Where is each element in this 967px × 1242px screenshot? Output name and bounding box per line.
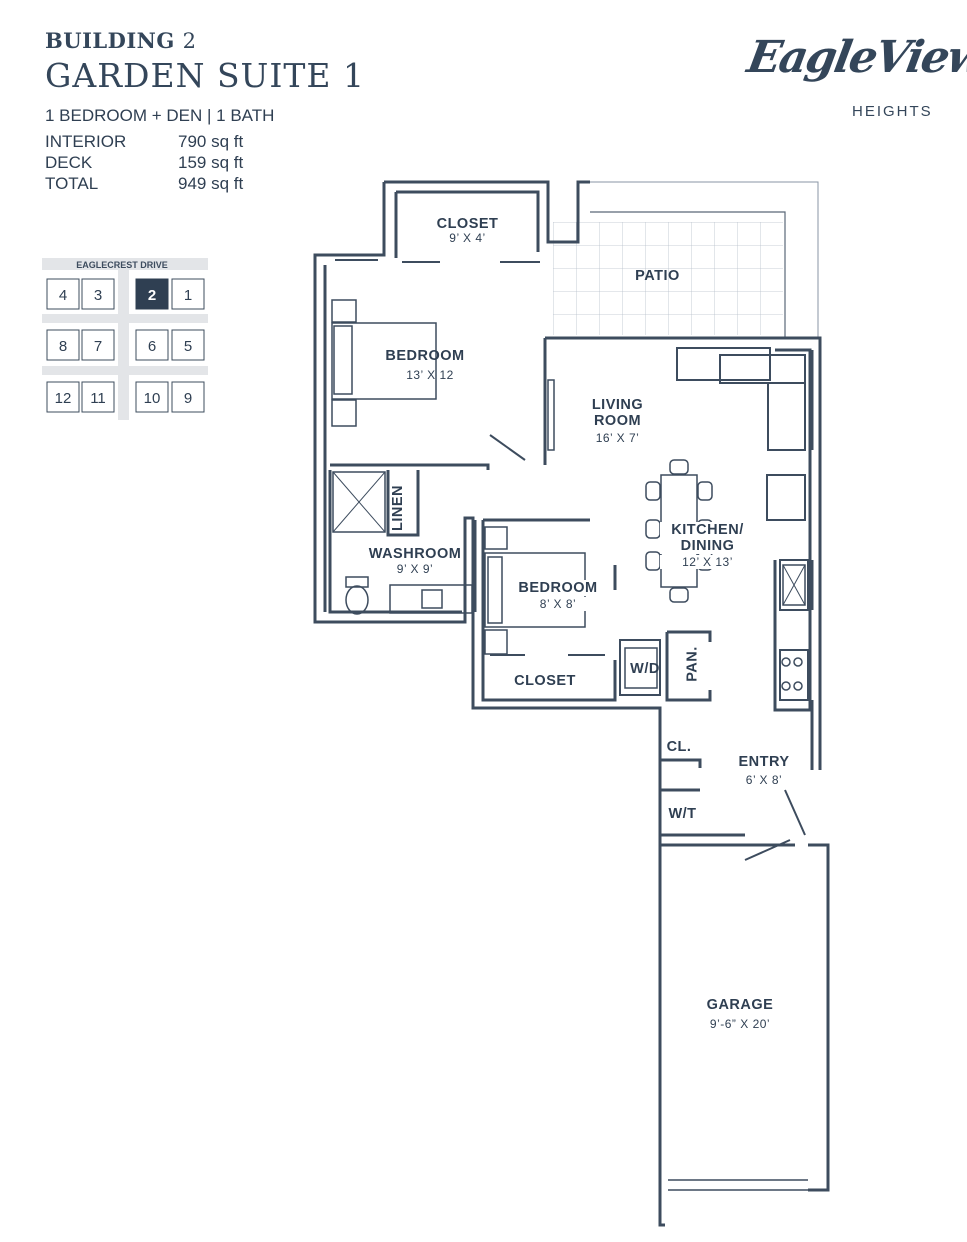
key-plan-unit: 11 — [90, 390, 106, 407]
doors — [335, 259, 814, 861]
dim-living: 16’ X 7’ — [595, 431, 640, 445]
room-wd: W/D — [630, 661, 660, 677]
area-row-deck: DECK 159 sq ft — [45, 153, 243, 173]
room-garage: GARAGE — [706, 997, 774, 1013]
patio-rail — [590, 211, 786, 338]
dim-entry: 6’ X 8’ — [745, 773, 783, 787]
room-washroom: WASHROOM — [368, 546, 462, 562]
unit-type: 1 BEDROOM + DEN | 1 BATH — [45, 106, 275, 125]
dim-kitchen: 12’ X 13’ — [660, 555, 755, 569]
key-plan-unit: 1 — [184, 287, 192, 304]
room-entry: ENTRY — [738, 754, 790, 770]
key-plan-unit: 7 — [94, 338, 102, 355]
area-value: 159 sq ft — [178, 153, 244, 172]
room-pantry: PAN. — [684, 646, 701, 682]
dim-washroom: 9’ X 9’ — [396, 562, 434, 576]
logo-subtitle: HEIGHTS — [852, 103, 933, 120]
suite-title: GARDEN SUITE 1 — [45, 56, 365, 95]
area-row-interior: INTERIOR 790 sq ft — [45, 132, 243, 152]
eagleview-logo: EagleView HEIGHTS — [740, 32, 967, 127]
room-kitchen: KITCHEN/ DINING — [660, 522, 755, 554]
room-wt: W/T — [668, 806, 697, 822]
room-linen: LINEN — [390, 485, 406, 531]
building-label: BUILDING 2 — [45, 28, 197, 53]
patio-tiles — [553, 222, 783, 335]
room-patio: PATIO — [635, 268, 680, 284]
key-plan-unit: 8 — [59, 338, 67, 355]
key-plan-unit: 12 — [55, 390, 72, 407]
room-cl: CL. — [666, 739, 692, 755]
room-closet-bottom: CLOSET — [514, 673, 576, 689]
key-plan: EAGLECREST DRIVE 4 3 2 1 8 7 6 5 12 11 — [42, 258, 210, 420]
room-living: LIVING ROOM — [591, 397, 644, 429]
key-plan-highlight — [135, 278, 169, 310]
dim-garage: 9’-6” X 20’ — [709, 1017, 771, 1031]
building-label-text: BUILDING — [45, 28, 175, 53]
dim-bedroom-main: 13’ X 12 — [406, 368, 454, 382]
room-closet-top: CLOSET — [436, 216, 499, 232]
area-row-total: TOTAL 949 sq ft — [45, 174, 243, 194]
key-plan-unit: 10 — [144, 390, 161, 407]
area-label: TOTAL — [45, 174, 99, 193]
key-plan-street: EAGLECREST DRIVE — [76, 260, 168, 270]
area-label: INTERIOR — [45, 132, 127, 151]
key-plan-map: EAGLECREST DRIVE 4 3 2 1 8 7 6 5 12 11 — [42, 258, 208, 420]
area-label: DECK — [45, 153, 93, 172]
patio-edge — [590, 181, 819, 338]
area-value: 949 sq ft — [178, 174, 244, 193]
area-value: 790 sq ft — [178, 132, 244, 151]
key-plan-unit: 4 — [59, 287, 67, 304]
walls — [313, 180, 830, 1227]
key-plan-unit: 6 — [148, 338, 156, 355]
room-bedroom-den: BEDROOM — [508, 580, 608, 596]
key-plan-unit: 9 — [184, 390, 192, 407]
key-plan-unit: 3 — [94, 287, 102, 304]
key-plan-unit: 5 — [184, 338, 192, 355]
dim-closet-top: 9’ X 4’ — [449, 231, 486, 245]
building-number: 2 — [182, 29, 197, 53]
room-bedroom-main: BEDROOM — [385, 348, 465, 364]
key-plan-unit-current: 2 — [148, 287, 156, 304]
dim-bedroom-den: 8’ X 8’ — [508, 597, 608, 611]
